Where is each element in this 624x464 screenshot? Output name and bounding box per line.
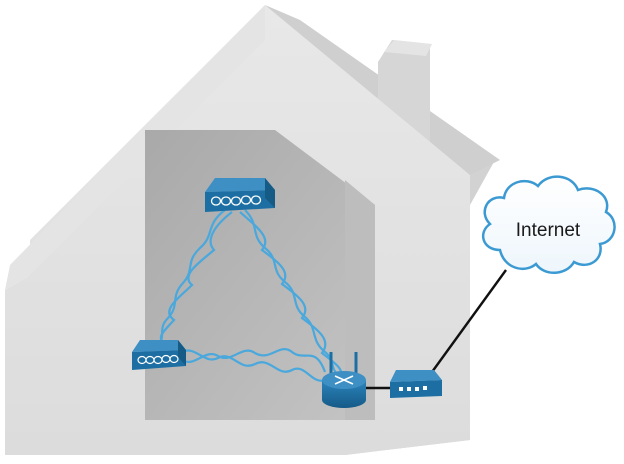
wireless-access-point-icon — [132, 340, 186, 370]
internet-label: Internet — [516, 220, 581, 241]
wireless-link-left-router-b — [181, 348, 327, 373]
cable-modem-internet — [431, 269, 507, 373]
ap-left-front-face — [132, 350, 186, 370]
ap-antenna-pattern — [210, 195, 262, 206]
house-interior — [145, 130, 375, 420]
ap-side-face — [265, 178, 275, 208]
wireless-link-top-left-b — [159, 211, 233, 344]
house-chimney-top — [384, 40, 432, 56]
wireless-links — [159, 209, 343, 382]
internet-cloud-icon: Internet — [481, 175, 616, 274]
house — [5, 5, 500, 455]
modem-lights — [399, 386, 427, 391]
wireless-access-point-icon — [205, 178, 275, 212]
ap-left-antenna-pattern — [137, 354, 179, 365]
wireless-link-top-router — [244, 209, 339, 376]
house-roof-left — [5, 5, 265, 290]
wireless-router-icon — [322, 352, 366, 408]
modem-icon — [390, 370, 442, 398]
wireless-link-top-left — [159, 209, 226, 343]
wireless-link-top-router-b — [239, 211, 343, 378]
wireless-link-left-router — [181, 349, 326, 382]
cables — [365, 269, 507, 390]
router-arrows — [334, 375, 354, 385]
ap-left-top-face — [132, 340, 186, 352]
modem-top — [390, 370, 442, 382]
cloud-shape — [481, 175, 616, 274]
ap-left-side-face — [178, 340, 186, 366]
house-interior-right-wall — [345, 180, 375, 420]
ap-top-face — [205, 178, 275, 192]
